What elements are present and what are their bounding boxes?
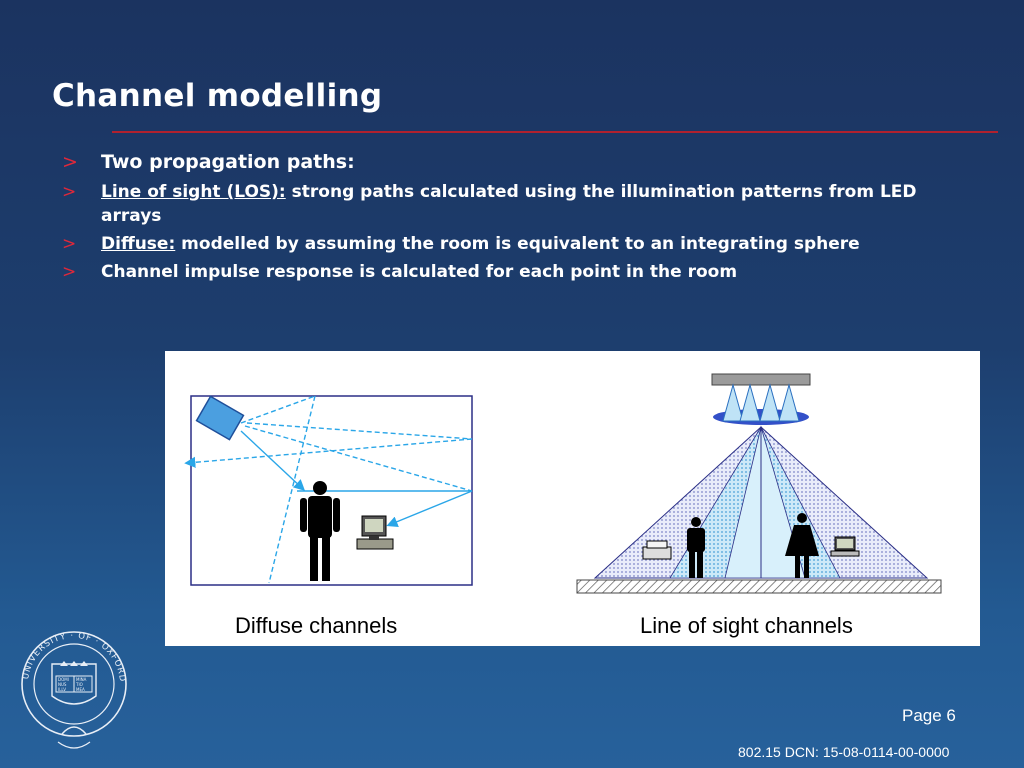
bullet-label-diffuse: Diffuse: xyxy=(101,234,176,254)
los-cone-inner xyxy=(724,425,806,579)
diffuse-diagram: Diffuse channels xyxy=(184,395,473,638)
bullet-text: Channel impulse response is calculated f… xyxy=(101,262,738,282)
svg-text:TIO: TIO xyxy=(75,682,83,687)
los-diagram: Line of sight channels xyxy=(576,373,942,638)
bullet-label-los: Line of sight (LOS): xyxy=(101,182,286,202)
ceiling-fixture xyxy=(711,373,811,386)
bullet-two-paths: > Two propagation paths: xyxy=(62,150,962,174)
svg-text:NUS: NUS xyxy=(58,682,67,687)
page-number: Page 6 xyxy=(902,706,956,725)
man-icon xyxy=(687,517,705,578)
bullet-desc-los: strong paths calculated using the illumi… xyxy=(101,182,917,226)
university-crest-logo: UNIVERSITY · OF · OXFORD DOMI NUS ILLV M… xyxy=(18,624,130,756)
slide-title: Channel modelling xyxy=(52,78,383,114)
bullet-text: Line of sight (LOS): strong paths calcul… xyxy=(101,180,962,228)
los-caption: Line of sight channels xyxy=(640,613,853,638)
bullet-list: > Two propagation paths: > Line of sight… xyxy=(62,150,962,288)
bullet-marker: > xyxy=(62,262,77,282)
svg-text:UNIVERSITY · OF · OXFORD: UNIVERSITY · OF · OXFORD xyxy=(21,631,127,683)
diffuse-arrows xyxy=(240,430,473,527)
printer-icon xyxy=(642,540,672,560)
diffuse-caption: Diffuse channels xyxy=(235,613,397,638)
transmitter-icon xyxy=(195,395,245,441)
person-icon xyxy=(300,481,340,581)
computer-icon xyxy=(356,515,394,550)
svg-text:MINA: MINA xyxy=(76,677,87,682)
bullet-marker: > xyxy=(62,182,77,202)
led-beams xyxy=(722,383,800,422)
svg-text:MEA: MEA xyxy=(76,687,85,692)
laptop-icon xyxy=(830,536,860,557)
channel-figure: Diffuse channels xyxy=(165,351,980,646)
bullet-desc-diffuse: modelled by assuming the room is equival… xyxy=(175,234,860,254)
woman-icon xyxy=(785,513,819,578)
document-control-number: 802.15 DCN: 15-08-0114-00-0000 xyxy=(738,744,950,760)
bullet-marker: > xyxy=(62,151,78,173)
svg-text:DOMI: DOMI xyxy=(58,677,69,682)
title-divider xyxy=(112,131,998,133)
bullet-text: Two propagation paths: xyxy=(101,151,355,173)
floor-icon xyxy=(576,579,942,594)
bullet-marker: > xyxy=(62,234,77,254)
bullet-diffuse: > Diffuse: modelled by assuming the room… xyxy=(62,232,962,256)
bullet-los: > Line of sight (LOS): strong paths calc… xyxy=(62,180,962,228)
bullet-impulse-response: > Channel impulse response is calculated… xyxy=(62,260,962,284)
svg-text:ILLV: ILLV xyxy=(58,687,66,692)
bullet-text: Diffuse: modelled by assuming the room i… xyxy=(101,232,962,256)
